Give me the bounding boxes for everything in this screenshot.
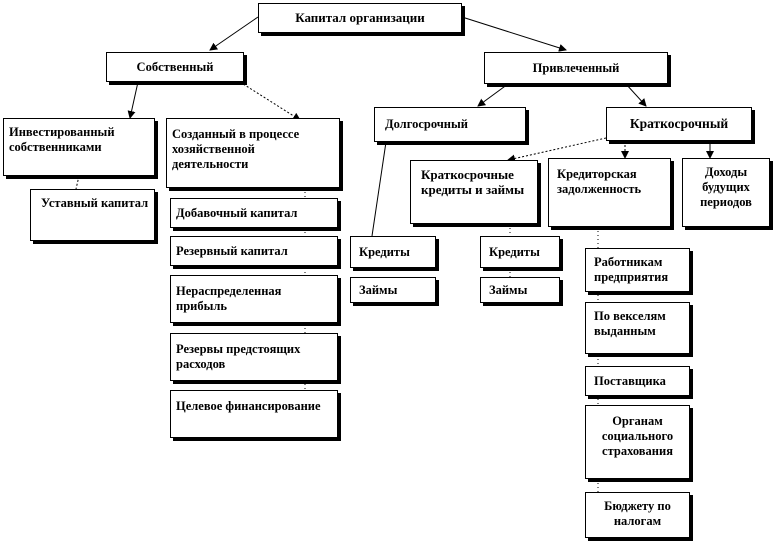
node-social-insurance-bodies: Органам социального страхования <box>585 405 690 479</box>
node-created-in-activity: Созданный в процессе хозяйственной деяте… <box>166 118 340 188</box>
node-short-term-loans: Займы <box>480 277 560 303</box>
node-additional-capital: Добавочный капитал <box>170 198 338 228</box>
node-on-bills-issued: По векселям выданным <box>585 302 690 354</box>
arrow-short-to-st-credits <box>507 137 607 163</box>
node-charter-capital: Уставный капитал <box>30 189 155 241</box>
node-to-employees: Работникам предприятия <box>585 248 690 292</box>
node-borrowed-capital: Привлеченный <box>484 52 668 84</box>
arrow-borrowed-to-long-term <box>477 83 509 107</box>
node-to-suppliers: Поставщика <box>585 366 690 396</box>
node-capital-of-organization: Капитал организации <box>258 3 462 33</box>
arrow-root-to-borrowed <box>461 16 567 52</box>
arrow-borrowed-to-short-term <box>625 83 647 107</box>
node-reserve-capital: Резервный капитал <box>170 236 338 266</box>
node-tax-budget: Бюджету по налогам <box>585 492 690 538</box>
node-short-term: Краткосрочный <box>606 107 752 141</box>
link-invested-to-charter <box>75 175 80 190</box>
node-long-term: Долгосрочный <box>374 107 526 142</box>
node-invested-by-owners: Инвестированный собственниками <box>3 118 155 176</box>
arrow-own-to-created <box>239 81 301 121</box>
node-short-term-credits-and-loans: Краткосрочные кредиты и займы <box>410 160 538 224</box>
node-retained-earnings: Нераспределенная прибыль <box>170 275 338 323</box>
node-target-funding: Целевое финансирование <box>170 390 338 438</box>
node-accounts-payable: Кредиторская задолженность <box>548 158 671 227</box>
link-long-term-to-credits <box>371 141 387 237</box>
node-future-expense-reserves: Резервы предстоящих расходов <box>170 333 338 381</box>
arrow-root-to-own <box>209 16 259 51</box>
node-own-capital: Собственный <box>106 52 244 82</box>
node-long-term-loans: Займы <box>350 277 436 303</box>
node-short-term-credits: Кредиты <box>480 236 560 268</box>
arrow-own-to-invested <box>127 81 139 119</box>
node-deferred-income: Доходы будущих периодов <box>682 158 770 227</box>
node-long-term-credits: Кредиты <box>350 236 436 268</box>
